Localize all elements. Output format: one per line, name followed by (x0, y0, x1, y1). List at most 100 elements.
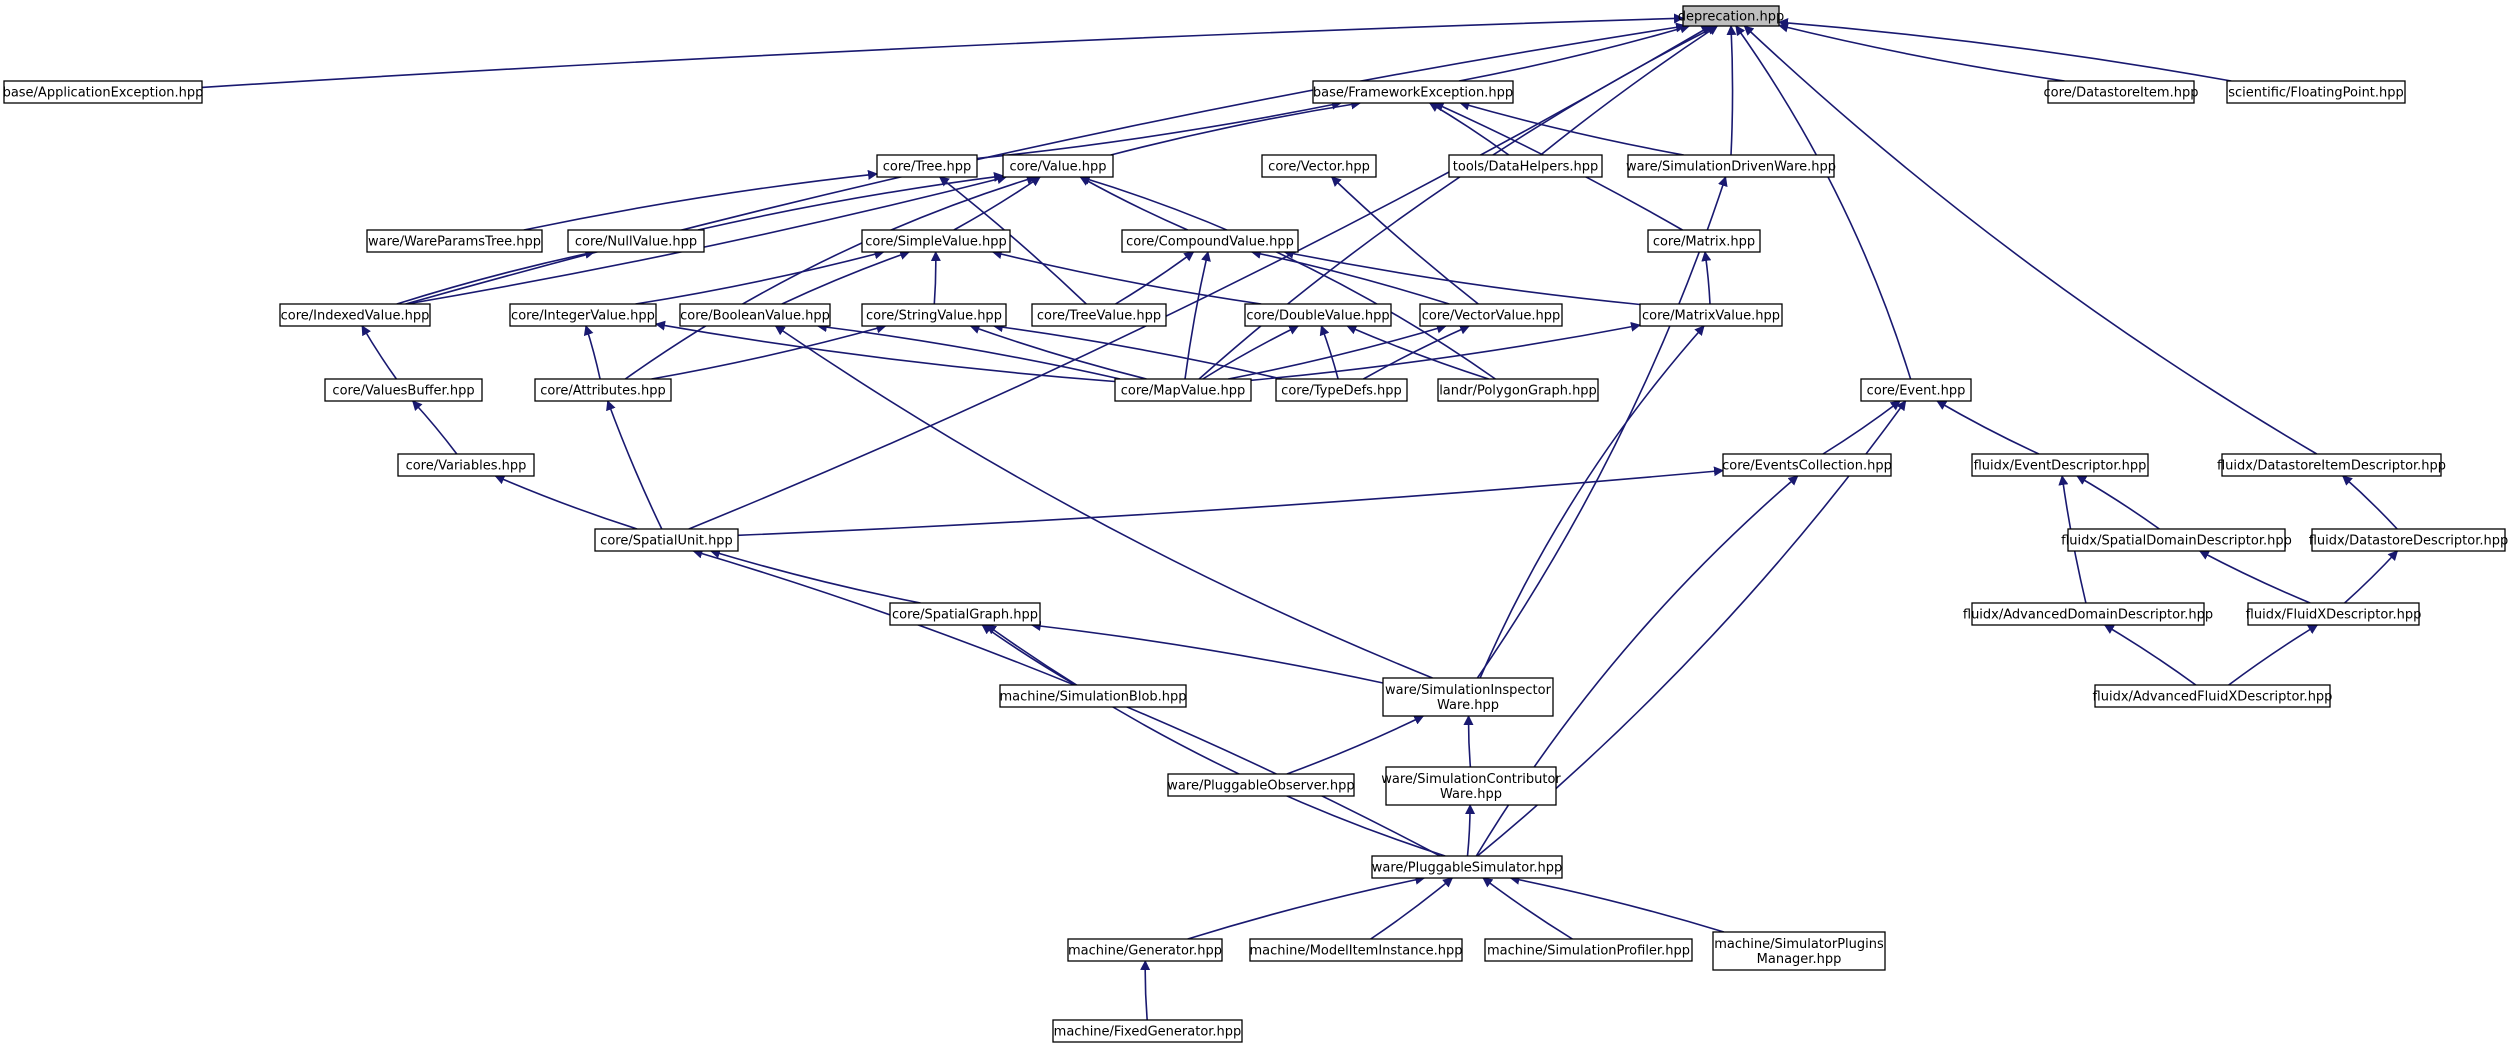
node-box (1371, 855, 1563, 879)
node-core-typedefs[interactable]: core/TypeDefs.hpp (1275, 378, 1408, 402)
node-core-doublevalue[interactable]: core/DoubleValue.hpp (1244, 303, 1392, 327)
node-fluidx-datastoredescriptor[interactable]: fluidx/DatastoreDescriptor.hpp (2309, 528, 2509, 552)
node-core-matrix[interactable]: core/Matrix.hpp (1647, 229, 1761, 253)
edge-tools_datahelpers-to-base_fwexc (1428, 102, 1510, 156)
node-core-spatialgraph[interactable]: core/SpatialGraph.hpp (889, 602, 1041, 626)
node-ware-wareparamstree[interactable]: ware/WareParamsTree.hpp (366, 229, 543, 253)
node-core-value[interactable]: core/Value.hpp (1002, 154, 1114, 178)
node-label: core/NullValue.hpp (575, 235, 697, 250)
node-core-variables[interactable]: core/Variables.hpp (397, 453, 535, 477)
node-box (679, 303, 831, 327)
node-box (366, 229, 543, 253)
edge-core_attributes-to-core_stringvalue (651, 323, 887, 380)
node-core-datastoreitem[interactable]: core/DatastoreItem.hpp (2044, 80, 2199, 104)
node-box (324, 378, 483, 402)
node-box (2247, 602, 2420, 626)
node-base-fwexc[interactable]: base/FrameworkException.hpp (1312, 80, 1514, 104)
node-label: Ware.hpp (1440, 787, 1502, 802)
node-fluidx-advancedfluidxdescriptor[interactable]: fluidx/AdvancedFluidXDescriptor.hpp (2093, 684, 2333, 708)
node-label: core/Matrix.hpp (1653, 235, 1755, 250)
node-core-spatialunit[interactable]: core/SpatialUnit.hpp (594, 528, 739, 552)
node-label: core/Tree.hpp (883, 160, 972, 175)
node-label: landr/PolygonGraph.hpp (1439, 384, 1597, 399)
edge-ware_pluggableobserver-to-ware_siminspectorware (1286, 715, 1425, 775)
edge-ware_simdrivenware-to-base_fwexc (1459, 100, 1684, 156)
node-label: ware/SimulationDrivenWare.hpp (1626, 160, 1836, 175)
node-machine-fixedgenerator[interactable]: machine/FixedGenerator.hpp (1052, 1019, 1243, 1043)
node-label: ware/SimulationContributor (1381, 772, 1561, 787)
node-sci-floatingpoint[interactable]: scientific/FloatingPoint.hpp (2226, 80, 2406, 104)
node-ware-simdrivenware[interactable]: ware/SimulationDrivenWare.hpp (1626, 154, 1836, 178)
node-box (999, 684, 1187, 708)
node-label: core/SimpleValue.hpp (865, 235, 1007, 250)
edge-ware_pluggablesimulator-to-core_spatialgraph (985, 624, 1446, 857)
node-ware-pluggableobserver[interactable]: ware/PluggableObserver.hpp (1167, 773, 1355, 797)
node-label: fluidx/DatastoreDescriptor.hpp (2309, 534, 2509, 549)
node-box (1382, 677, 1554, 717)
edge-core_attributes-to-core_value (624, 174, 1037, 380)
node-box (594, 528, 739, 552)
node-core-tree[interactable]: core/Tree.hpp (876, 154, 978, 178)
node-fluidx-advanceddomaindescriptor[interactable]: fluidx/AdvancedDomainDescriptor.hpp (1963, 602, 2213, 626)
edge-machine_fixedgenerator-to-machine_generator (1140, 960, 1151, 1021)
node-machine-simulationblob[interactable]: machine/SimulationBlob.hpp (999, 684, 1187, 708)
node-box (2067, 528, 2286, 552)
node-core-booleanvalue[interactable]: core/BooleanValue.hpp (679, 303, 831, 327)
node-box (397, 453, 535, 477)
node-core-matrixvalue[interactable]: core/MatrixValue.hpp (1639, 303, 1783, 327)
edge-ware_siminspectorware-to-core_booleanvalue (774, 325, 1433, 679)
node-label: core/BooleanValue.hpp (680, 309, 830, 324)
node-core-stringvalue[interactable]: core/StringValue.hpp (861, 303, 1007, 327)
node-box (1031, 303, 1167, 327)
node-machine-generator[interactable]: machine/Generator.hpp (1067, 938, 1223, 962)
node-core-treevalue[interactable]: core/TreeValue.hpp (1031, 303, 1167, 327)
node-core-integervalue[interactable]: core/IntegerValue.hpp (509, 303, 657, 327)
node-fluidx-datastoreitemdescriptor[interactable]: fluidx/DatastoreItemDescriptor.hpp (2217, 453, 2446, 477)
node-core-indexedvalue[interactable]: core/IndexedValue.hpp (279, 303, 431, 327)
node-label: ware/PluggableObserver.hpp (1167, 779, 1354, 794)
node-box (1249, 938, 1463, 962)
node-landr-polygongraph[interactable]: landr/PolygonGraph.hpp (1437, 378, 1599, 402)
node-label: core/StringValue.hpp (866, 309, 1002, 324)
node-core-simplevalue[interactable]: core/SimpleValue.hpp (861, 229, 1011, 253)
node-base-appexc[interactable]: base/ApplicationException.hpp (3, 80, 204, 104)
edge-core_datastoreitem-to-deprecation (1778, 22, 2065, 82)
node-label: core/Value.hpp (1009, 160, 1106, 175)
edge-core_mapvalue-to-core_stringvalue (969, 324, 1147, 380)
node-machine-simulationprofiler[interactable]: machine/SimulationProfiler.hpp (1484, 938, 1693, 962)
node-box (1639, 303, 1783, 327)
node-label: fluidx/AdvancedFluidXDescriptor.hpp (2093, 690, 2333, 705)
node-label: ware/SimulationInspector (1385, 683, 1552, 698)
edge-core_integervalue-to-core_simplevalue (635, 249, 885, 305)
node-core-attributes[interactable]: core/Attributes.hpp (534, 378, 672, 402)
node-core-vectorvalue[interactable]: core/VectorValue.hpp (1419, 303, 1563, 327)
node-fluidx-fluidxdescriptor[interactable]: fluidx/FluidXDescriptor.hpp (2246, 602, 2422, 626)
node-box (1312, 80, 1514, 104)
node-core-eventscollection[interactable]: core/EventsCollection.hpp (1722, 453, 1892, 477)
edge-core_eventscollection-to-core_event (1822, 400, 1901, 455)
node-core-vector[interactable]: core/Vector.hpp (1261, 154, 1377, 178)
edge-landr_polygongraph-to-core_doublevalue (1346, 324, 1489, 380)
node-label: core/TypeDefs.hpp (1281, 384, 1402, 399)
node-machine-modeliteminstance[interactable]: machine/ModelItemInstance.hpp (1249, 938, 1463, 962)
edge-ware_pluggablesimulator-to-ware_simcontributorware (1465, 804, 1476, 857)
node-tools-datahelpers[interactable]: tools/DataHelpers.hpp (1448, 154, 1603, 178)
node-box (1448, 154, 1603, 178)
node-label: base/FrameworkException.hpp (1313, 86, 1513, 101)
node-core-nullvalue[interactable]: core/NullValue.hpp (567, 229, 705, 253)
node-box (1167, 773, 1355, 797)
edge-core_typedefs-to-core_stringvalue (992, 322, 1282, 380)
node-fluidx-eventdescriptor[interactable]: fluidx/EventDescriptor.hpp (1971, 453, 2149, 477)
node-core-compoundvalue[interactable]: core/CompoundValue.hpp (1121, 229, 1299, 253)
node-core-valuesbuffer[interactable]: core/ValuesBuffer.hpp (324, 378, 483, 402)
node-ware-pluggablesimulator[interactable]: ware/PluggableSimulator.hpp (1371, 855, 1563, 879)
edge-core_variables-to-core_valuesbuffer (412, 400, 458, 455)
node-fluidx-spatialdomaindescriptor[interactable]: fluidx/SpatialDomainDescriptor.hpp (2061, 528, 2292, 552)
node-core-event[interactable]: core/Event.hpp (1860, 378, 1972, 402)
edge-fluidx_datastoreitemdescriptor-to-deprecation (1743, 25, 2318, 455)
node-core-mapvalue[interactable]: core/MapValue.hpp (1114, 378, 1252, 402)
node-deprecation[interactable]: deprecation.hpp (1678, 5, 1784, 27)
